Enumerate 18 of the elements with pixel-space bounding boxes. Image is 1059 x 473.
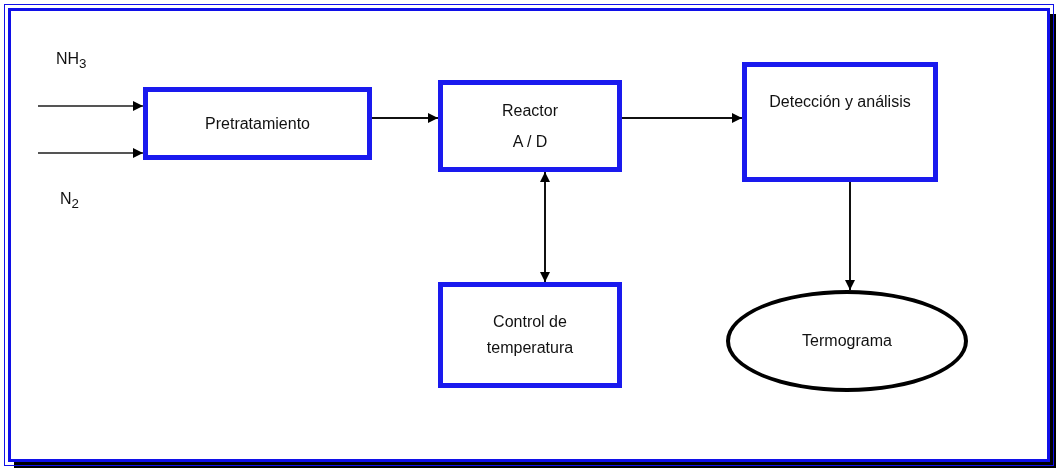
gas-label: N$_{2}$ (60, 190, 79, 212)
arrow (621, 113, 743, 123)
node-label: A / D (512, 131, 548, 152)
process-box (438, 282, 622, 388)
arrow (371, 113, 439, 123)
node-label: Detección y análisis (769, 92, 911, 112)
arrow (37, 148, 144, 158)
gas-label: NH$_{3}$ (56, 50, 87, 72)
process-box (742, 62, 938, 182)
node-label: Reactor (502, 100, 558, 121)
process-box (143, 87, 372, 160)
arrow (540, 171, 550, 283)
arrow (37, 101, 144, 111)
process-box (438, 80, 622, 172)
node-label: Control de temperatura (485, 312, 575, 358)
arrow (845, 181, 855, 291)
node-label: Pretratamiento (205, 113, 310, 134)
node-label: Termograma (802, 331, 892, 352)
